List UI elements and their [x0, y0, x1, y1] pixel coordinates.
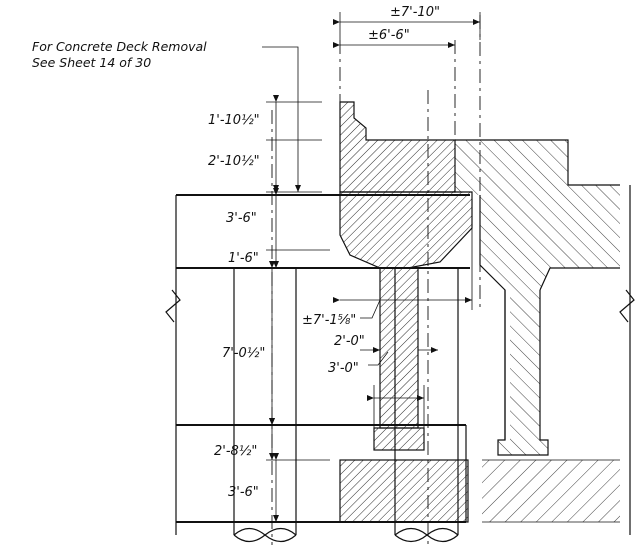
note-line-1: For Concrete Deck Removal — [32, 39, 207, 54]
dimension-lines — [262, 12, 481, 522]
column-outlines — [165, 185, 635, 543]
proposed-structure — [455, 139, 620, 523]
dim-web-width-inner: 2'-0" — [334, 334, 365, 349]
dim-top-overall: ±7'-10" — [390, 5, 440, 20]
dim-haunch-height: 1'-6" — [228, 251, 259, 266]
dim-curb-height: 1'-10½" — [208, 113, 260, 128]
dim-web-width-outer: 3'-0" — [328, 361, 359, 376]
dim-web-height: 7'-0½" — [222, 346, 265, 361]
dim-top-inner: ±6'-6" — [368, 28, 410, 43]
dim-lower-haunch-height: 2'-8½" — [214, 444, 257, 459]
dim-footing-height: 3'-6" — [228, 485, 259, 500]
existing-structure — [339, 101, 473, 523]
dim-flange-offset: ±7'-1⅝" — [302, 313, 356, 328]
dim-cap-height: 3'-6" — [226, 211, 257, 226]
note-line-2: See Sheet 14 of 30 — [32, 55, 151, 70]
dim-deck-height: 2'-10½" — [208, 154, 260, 169]
